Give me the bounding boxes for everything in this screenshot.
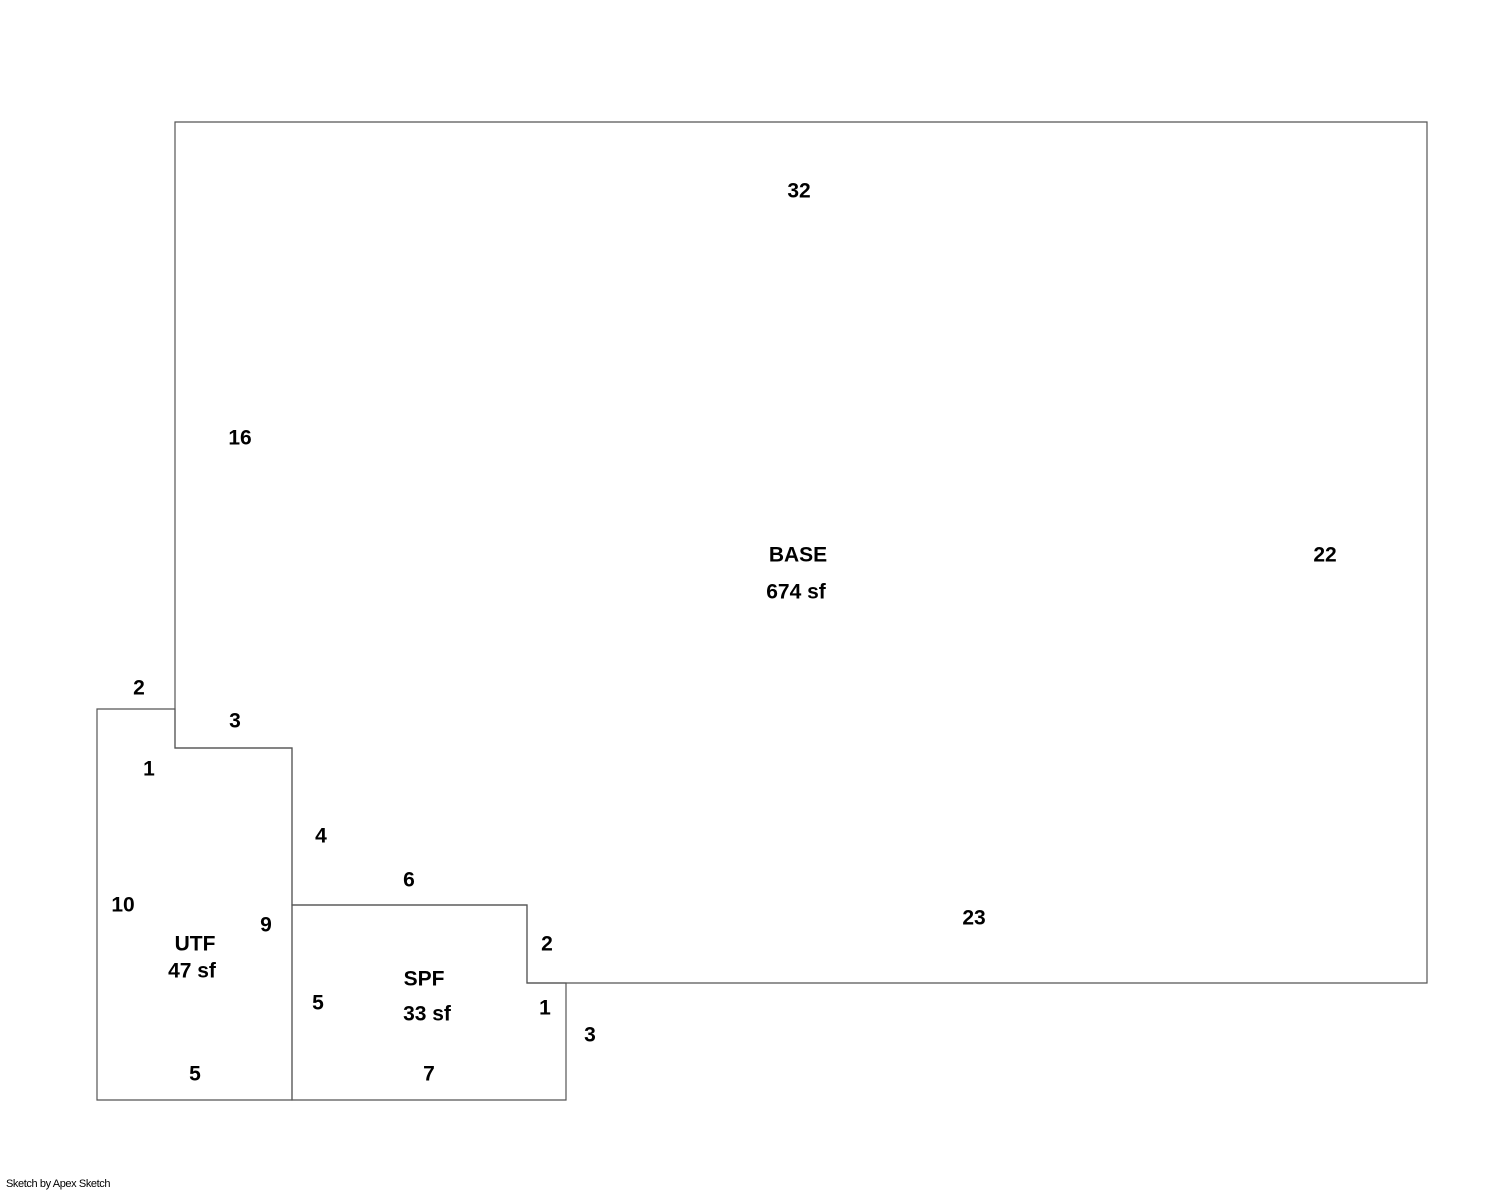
- base-area-size: 674 sf: [766, 580, 826, 604]
- dimension-utf-notch: 1: [143, 757, 155, 781]
- utf-outline: [96, 708, 293, 1101]
- base-area-name: BASE: [768, 543, 828, 567]
- dimension-base-bottom: 23: [962, 906, 986, 930]
- spf-outline: [291, 904, 567, 1101]
- dimension-spf-outer: 3: [584, 1023, 596, 1047]
- dimension-utf-bottom: 5: [189, 1062, 201, 1086]
- dimension-base-left: 16: [228, 426, 252, 450]
- dimension-step-top: 6: [403, 868, 415, 892]
- dimension-utf-top: 2: [133, 676, 145, 700]
- dimension-utf-left: 10: [111, 893, 135, 917]
- dimension-spf-right: 1: [539, 996, 551, 1020]
- dimension-notch-side: 4: [315, 824, 327, 848]
- dimension-spf-bottom: 7: [423, 1062, 435, 1086]
- dimension-utf-right: 9: [260, 913, 272, 937]
- spf-area-size: 33 sf: [403, 1002, 451, 1026]
- dimension-step-side: 2: [541, 932, 553, 956]
- dimension-spf-left: 5: [312, 991, 324, 1015]
- dimension-base-top: 32: [787, 179, 811, 203]
- dimension-base-right: 22: [1313, 543, 1337, 567]
- dimension-notch-top: 3: [229, 709, 241, 733]
- utf-area-size: 47 sf: [168, 959, 216, 983]
- utf-area-name: UTF: [174, 932, 216, 956]
- sketch-credit: Sketch by Apex Sketch: [6, 1178, 111, 1190]
- spf-area-name: SPF: [403, 967, 445, 991]
